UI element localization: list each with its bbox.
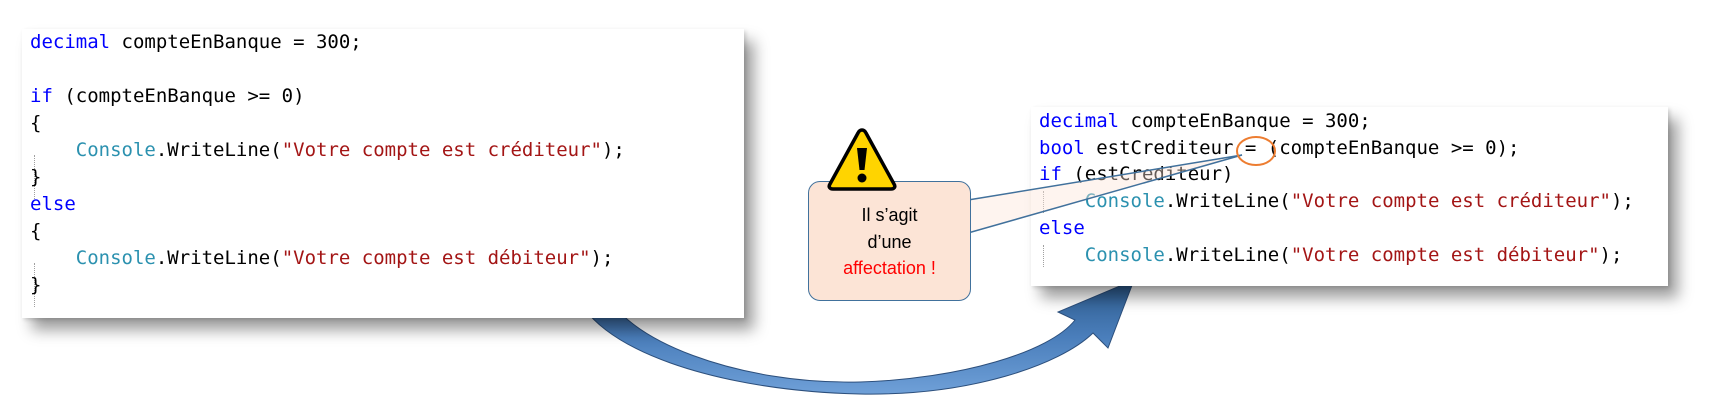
warning-triangle-icon bbox=[827, 128, 897, 191]
indent-guide bbox=[34, 263, 35, 307]
code-keyword: bool bbox=[1039, 137, 1085, 159]
code-line: Console.WriteLine("Votre compte est créd… bbox=[30, 137, 625, 164]
code-line: Console.WriteLine("Votre compte est créd… bbox=[1039, 188, 1634, 215]
code-class-name: Console bbox=[1084, 190, 1165, 212]
code-keyword: decimal bbox=[1039, 110, 1120, 132]
code-panel-right: decimal compteEnBanque = 300;bool estCre… bbox=[1031, 107, 1668, 286]
code-line: if (compteEnBanque >= 0) bbox=[30, 83, 305, 110]
code-line: { bbox=[30, 218, 41, 245]
code-token: } bbox=[30, 274, 42, 296]
code-line: else bbox=[1039, 215, 1085, 242]
code-line: } bbox=[30, 272, 41, 299]
code-token: .WriteLine( bbox=[155, 247, 282, 269]
code-token: compteEnBanque = 300; bbox=[1119, 110, 1371, 132]
code-token: .WriteLine( bbox=[155, 139, 282, 161]
callout-line-2: d’une bbox=[867, 232, 912, 252]
code-token: estCrediteur = (compteEnBanque >= 0); bbox=[1084, 137, 1520, 159]
code-string: "Votre compte est débiteur" bbox=[1290, 244, 1600, 266]
code-token: ); bbox=[601, 139, 625, 161]
code-token: ); bbox=[1610, 190, 1634, 212]
assignment-highlight-circle bbox=[1236, 136, 1276, 166]
code-token: ); bbox=[590, 247, 614, 269]
code-keyword: else bbox=[30, 193, 76, 215]
code-token: .WriteLine( bbox=[1164, 190, 1291, 212]
callout-pointer-shape bbox=[967, 154, 1243, 234]
code-line: decimal compteEnBanque = 300; bbox=[1039, 108, 1371, 135]
callout-line-3: affectation ! bbox=[843, 258, 936, 278]
code-string: "Votre compte est créditeur" bbox=[1290, 190, 1611, 212]
code-token: { bbox=[30, 112, 42, 134]
code-panel-left: decimal compteEnBanque = 300; if (compteE… bbox=[22, 29, 744, 318]
indent-guide bbox=[1043, 191, 1044, 213]
code-keyword: if bbox=[1039, 163, 1062, 185]
indent-guide bbox=[1043, 245, 1044, 267]
code-line: Console.WriteLine("Votre compte est débi… bbox=[1039, 242, 1623, 269]
code-token: } bbox=[30, 166, 42, 188]
code-line: else bbox=[30, 191, 76, 218]
code-line: { bbox=[30, 110, 41, 137]
code-line: decimal compteEnBanque = 300; bbox=[30, 29, 362, 56]
code-keyword: decimal bbox=[30, 31, 111, 53]
code-token: ); bbox=[1599, 244, 1623, 266]
code-token: compteEnBanque = 300; bbox=[110, 31, 362, 53]
code-keyword: if bbox=[30, 85, 53, 107]
code-line: bool estCrediteur = (compteEnBanque >= 0… bbox=[1039, 135, 1519, 162]
code-class-name: Console bbox=[75, 247, 156, 269]
code-token: (compteEnBanque >= 0) bbox=[52, 85, 305, 107]
code-token: .WriteLine( bbox=[1164, 244, 1291, 266]
code-token: { bbox=[30, 220, 42, 242]
code-string: "Votre compte est débiteur" bbox=[281, 247, 591, 269]
code-class-name: Console bbox=[1084, 244, 1165, 266]
indent-guide bbox=[34, 155, 35, 199]
code-line: } bbox=[30, 164, 41, 191]
callout-box: Il s’agit d’une affectation ! bbox=[808, 181, 971, 301]
code-keyword: else bbox=[1039, 217, 1085, 239]
code-class-name: Console bbox=[75, 139, 156, 161]
code-string: "Votre compte est créditeur" bbox=[281, 139, 602, 161]
code-line: Console.WriteLine("Votre compte est débi… bbox=[30, 245, 614, 272]
callout-line-1: Il s’agit bbox=[861, 205, 918, 225]
